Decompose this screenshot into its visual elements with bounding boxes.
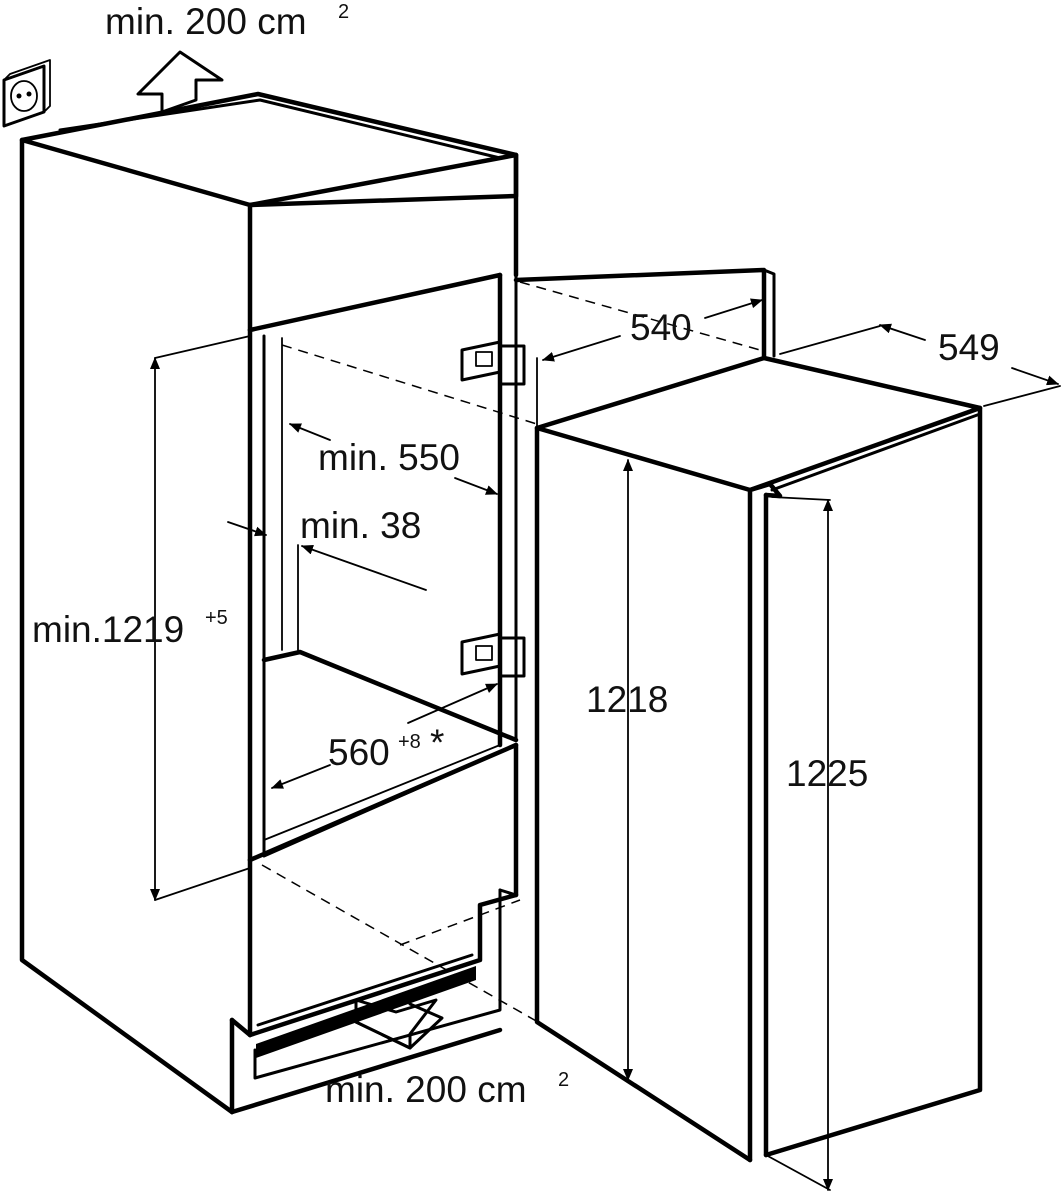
niche-width-note: * xyxy=(430,722,444,763)
vent-top-sup: 2 xyxy=(338,1,349,23)
vent-top-label: min. 200 cm xyxy=(105,1,307,42)
appliance-depth-label: 549 xyxy=(938,327,1000,368)
appliance-total-height-label: 1225 xyxy=(786,753,868,794)
door-hinge-icon-top xyxy=(460,340,526,386)
door-hinge-icon-bottom xyxy=(460,632,526,678)
niche-width-sup: +8 xyxy=(398,731,421,753)
fridge-appliance xyxy=(513,267,983,1163)
dimension-lines xyxy=(150,298,1061,1191)
vent-bottom-label: min. 200 cm xyxy=(325,1069,527,1110)
airflow-up-arrow-icon xyxy=(136,50,224,114)
gap-38-label: min. 38 xyxy=(300,505,421,546)
niche-height-sup: +5 xyxy=(205,607,228,629)
niche-width-label: 560 xyxy=(328,732,390,773)
airflow-in-arrow-icon xyxy=(354,998,444,1050)
projection-lines xyxy=(261,281,761,1023)
niche-depth-label: min. 550 xyxy=(318,437,460,478)
niche-height-label: min.1219 xyxy=(32,609,184,650)
appliance-height-label: 1218 xyxy=(586,679,668,720)
appliance-width-label: 540 xyxy=(630,307,692,348)
power-socket-icon xyxy=(2,59,51,128)
labels: min. 200 cm 2 min.1219 +5 min. 550 min. … xyxy=(32,1,1000,1110)
vent-bottom-sup: 2 xyxy=(558,1069,569,1091)
cabinet-niche xyxy=(19,91,519,1115)
